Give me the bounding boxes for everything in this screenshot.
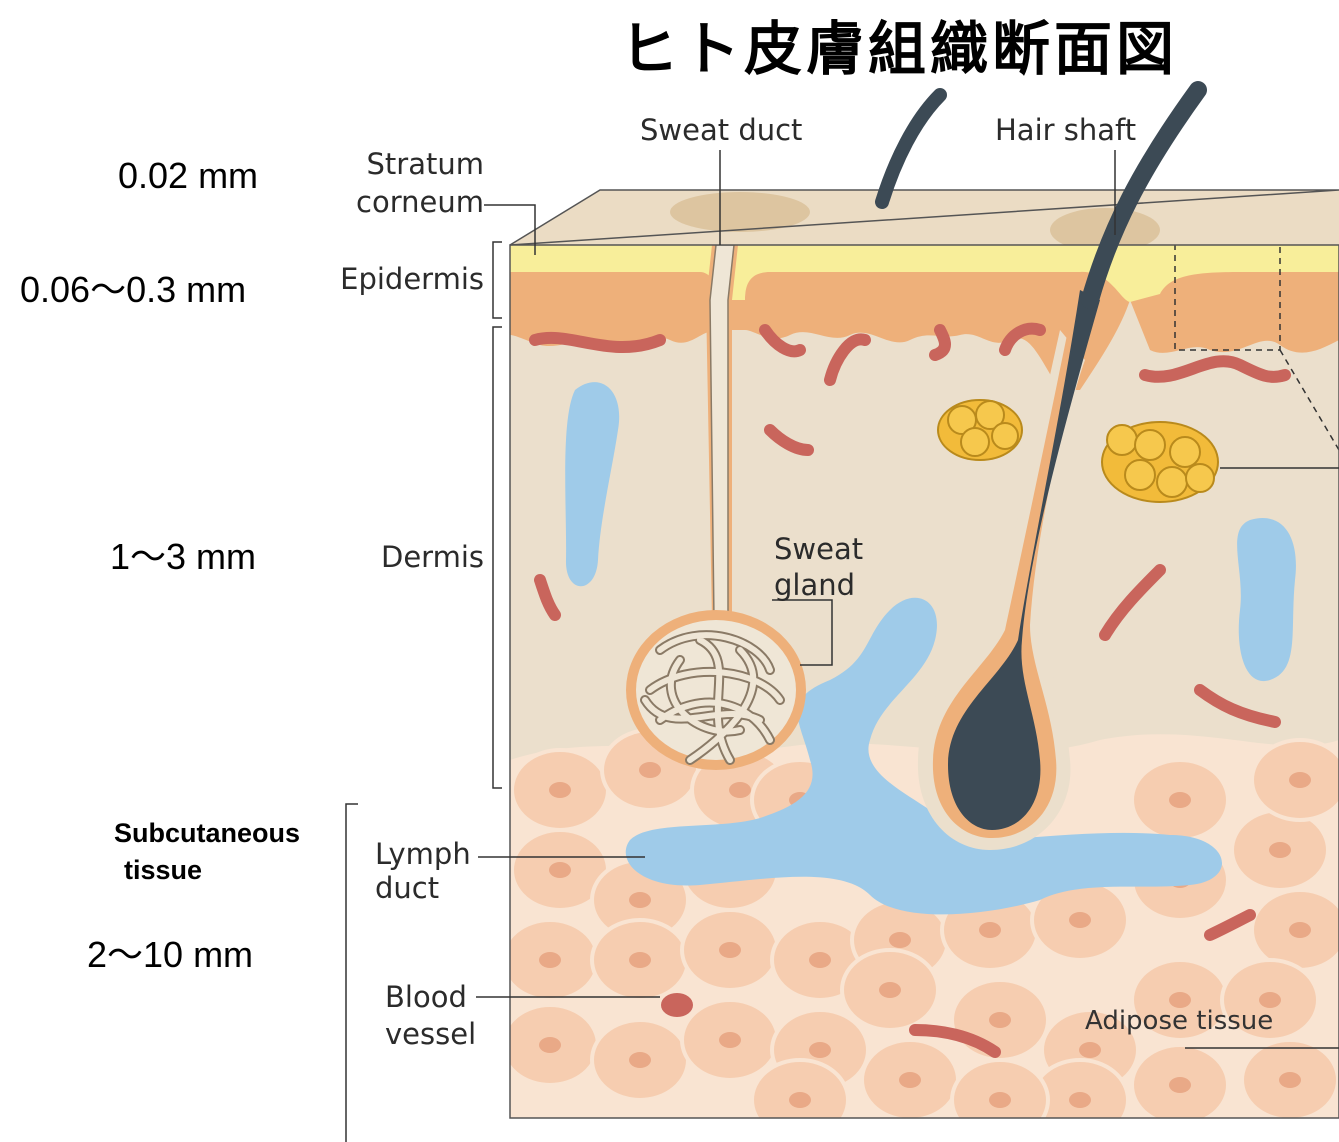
fat-cell-nucleus	[809, 952, 831, 968]
label-lymph-duct-2: duct	[375, 870, 439, 906]
label-stratum-corneum-2: corneum	[340, 184, 484, 220]
fat-cell-nucleus	[789, 1092, 811, 1108]
subcutaneous-heading-2: tissue	[124, 852, 202, 888]
label-epidermis: Epidermis	[320, 261, 484, 297]
fat-cell-nucleus	[549, 862, 571, 878]
label-lymph-duct-1: Lymph	[375, 836, 471, 872]
fat-cell-nucleus	[639, 762, 661, 778]
thickness-stratum-corneum: 0.02 mm	[118, 155, 258, 197]
thickness-dermis: 1〜3 mm	[110, 528, 256, 580]
label-sweat-gland-1: Sweat	[774, 531, 863, 567]
sweat-gland-coil	[626, 610, 806, 770]
lymph-vessel	[1237, 518, 1296, 681]
small-hair-shaft	[882, 95, 940, 202]
fat-cell-nucleus	[889, 932, 911, 948]
fat-cell-nucleus	[729, 782, 751, 798]
label-sweat-duct: Sweat duct	[640, 112, 802, 148]
label-hair-shaft: Hair shaft	[995, 112, 1136, 148]
fat-cell-nucleus	[1289, 772, 1311, 788]
fat-cell-nucleus	[879, 982, 901, 998]
label-stratum-corneum-1: Stratum	[340, 146, 484, 182]
label-blood-vessel-1: Blood	[385, 979, 467, 1015]
fat-cell-nucleus	[899, 1072, 921, 1088]
blood-vessel-section	[661, 993, 693, 1017]
fat-cell-nucleus	[1069, 1092, 1091, 1108]
sebaceous-gland-right	[1102, 422, 1218, 502]
page-title: ヒト皮膚組織断面図	[620, 2, 1178, 86]
label-sweat-gland-2: gland	[774, 567, 855, 603]
dermis-bracket	[493, 327, 502, 788]
fat-cell-nucleus	[629, 952, 651, 968]
epidermis-bracket	[493, 242, 502, 318]
fat-cell-nucleus	[989, 1092, 1011, 1108]
fat-cell-nucleus	[1279, 1072, 1301, 1088]
fat-cell-nucleus	[549, 782, 571, 798]
fat-cell-nucleus	[539, 1037, 561, 1053]
fat-cell-nucleus	[979, 922, 1001, 938]
fat-cell-nucleus	[1079, 1042, 1101, 1058]
fat-cell-nucleus	[1269, 842, 1291, 858]
fat-cell-nucleus	[1069, 912, 1091, 928]
fat-cell-nucleus	[539, 952, 561, 968]
fat-cell-nucleus	[1169, 1077, 1191, 1093]
fat-cell-nucleus	[1169, 792, 1191, 808]
fat-cell-nucleus	[719, 942, 741, 958]
sebaceous-gland-left	[938, 400, 1022, 460]
subcutaneous-heading-1: Subcutaneous	[114, 815, 300, 851]
fat-cell-nucleus	[629, 1052, 651, 1068]
fat-cell-nucleus	[629, 892, 651, 908]
fat-cell-nucleus	[1289, 922, 1311, 938]
fat-cell-nucleus	[989, 1012, 1011, 1028]
subcutaneous-bracket	[346, 804, 358, 1142]
label-blood-vessel-2: vessel	[385, 1016, 476, 1052]
thickness-epidermis: 0.06〜0.3 mm	[20, 261, 246, 313]
label-dermis: Dermis	[330, 539, 484, 575]
fat-cell-nucleus	[719, 1032, 741, 1048]
label-adipose-tissue: Adipose tissue	[1085, 1003, 1273, 1039]
thickness-subcutaneous: 2〜10 mm	[87, 926, 253, 978]
fat-cell-nucleus	[809, 1042, 831, 1058]
